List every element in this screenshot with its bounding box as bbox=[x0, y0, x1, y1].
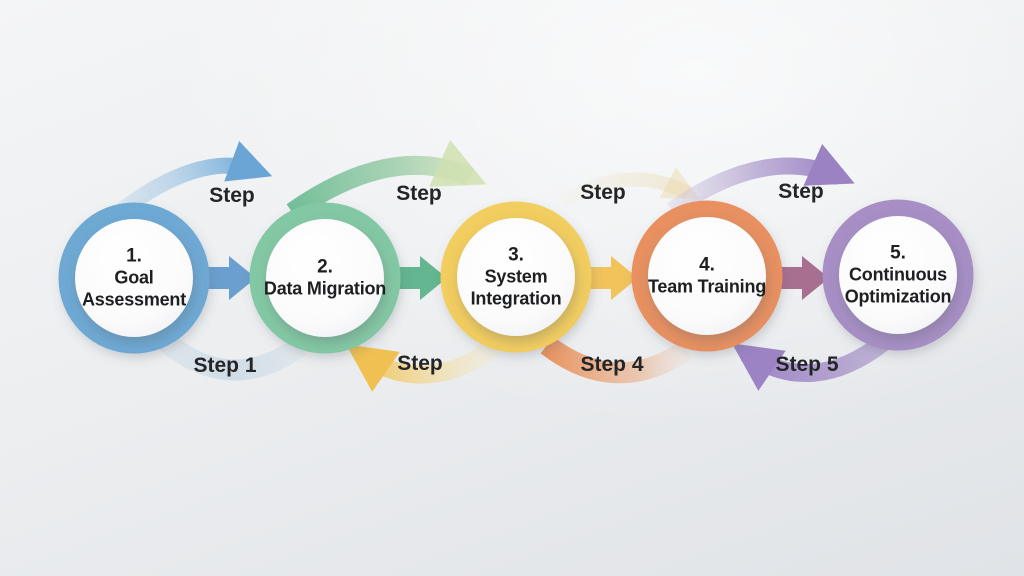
step-5-face bbox=[839, 216, 957, 334]
bottom-arc-step1 bbox=[159, 333, 307, 381]
bottom-arc-step4 bbox=[540, 336, 692, 384]
top-arc-step4-to-5 bbox=[667, 143, 855, 217]
step-2-ring bbox=[249, 202, 401, 354]
step-circles bbox=[58, 199, 974, 354]
bottom-arc-step5-to-4 bbox=[731, 334, 890, 391]
step-1-face bbox=[75, 219, 193, 337]
step-1-ring bbox=[58, 202, 210, 354]
arrow-step4-to-5 bbox=[767, 256, 829, 300]
top-arc-step3-to-4 bbox=[558, 167, 699, 209]
step-3-face bbox=[457, 218, 575, 336]
step-4-ring bbox=[631, 200, 783, 352]
step-4-face bbox=[648, 217, 766, 335]
step-2-face bbox=[266, 219, 384, 337]
arrow-step3-to-4 bbox=[576, 256, 638, 300]
bottom-arc-step3-to-2 bbox=[345, 340, 500, 392]
top-arc-step2-to-3 bbox=[286, 139, 487, 220]
arrow-step1-to-2 bbox=[194, 256, 256, 300]
step-3-ring bbox=[440, 201, 592, 353]
bottom-arc-arrows bbox=[159, 333, 890, 392]
top-arc-arrows bbox=[98, 139, 855, 231]
step-5-ring bbox=[822, 199, 974, 351]
forward-arrows bbox=[194, 256, 829, 300]
arrow-step2-to-3 bbox=[385, 256, 447, 300]
